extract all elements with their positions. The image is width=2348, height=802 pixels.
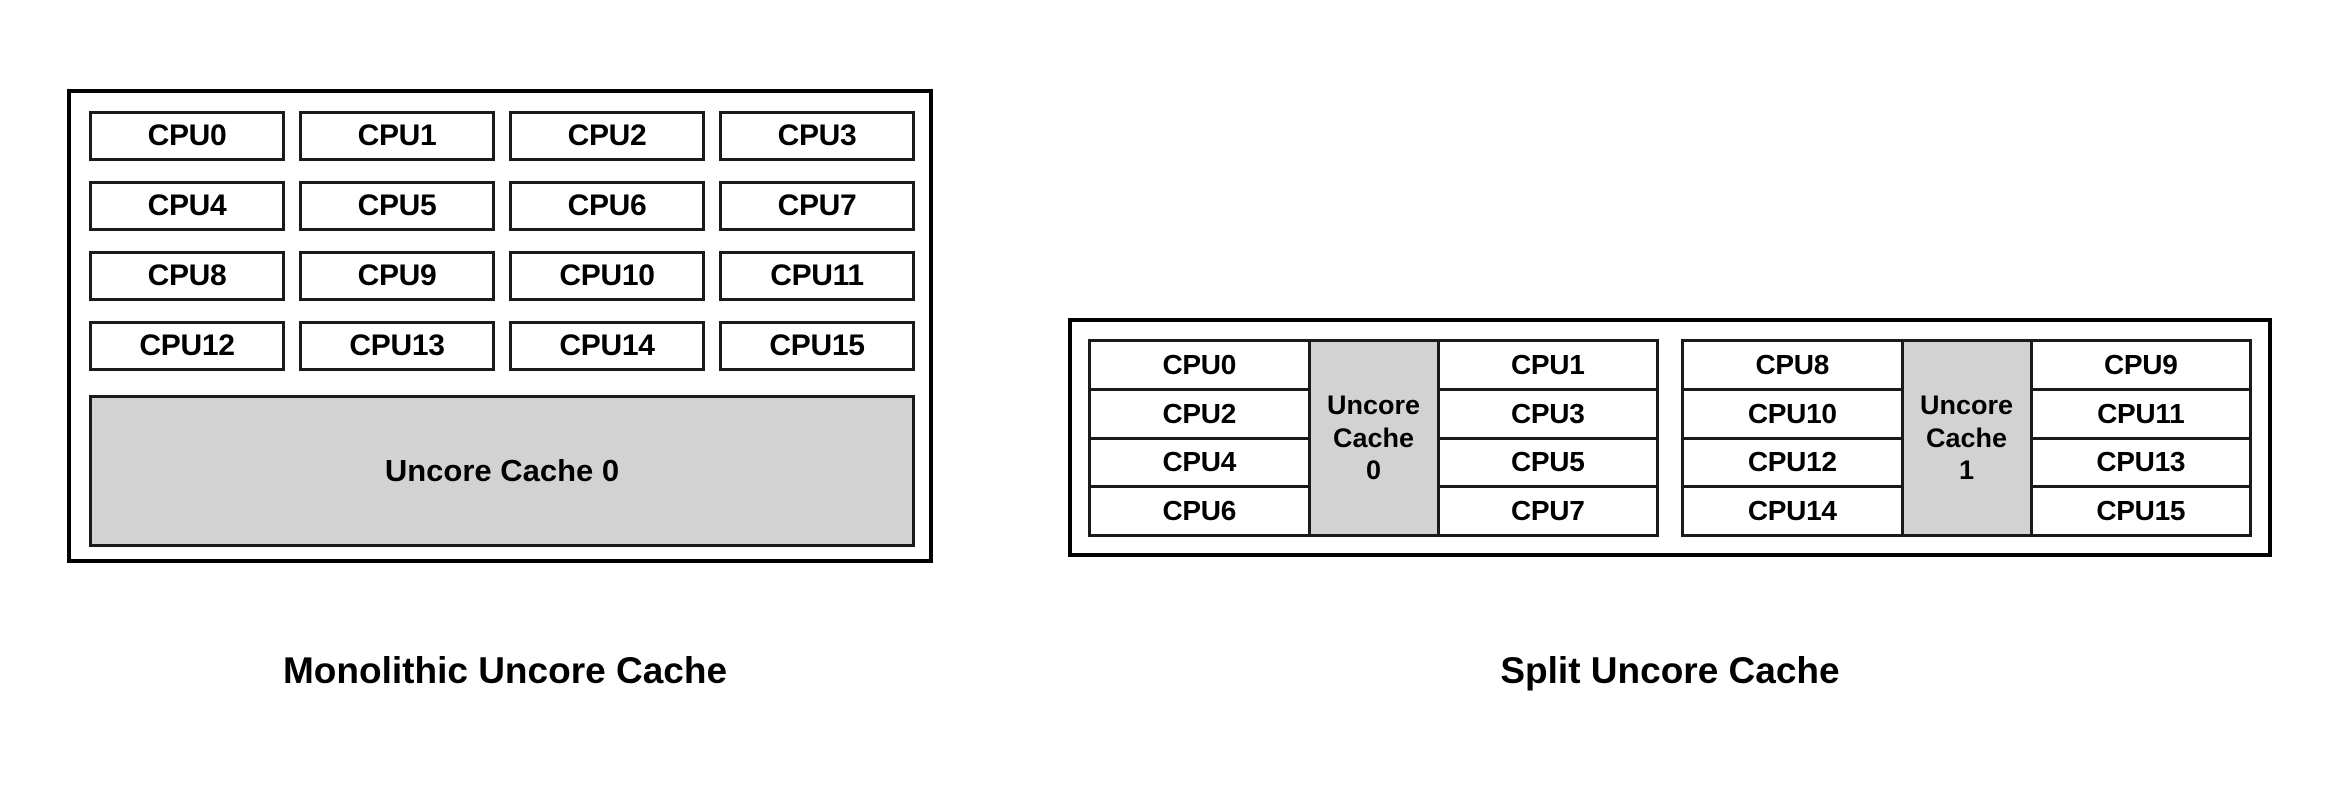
cpu-box: CPU7 [719,181,915,231]
cpu-box: CPU0 [89,111,285,161]
cpu-box: CPU2 [1091,390,1311,440]
split-groups-container: CPU0 CPU2 CPU4 CPU6 Uncore Cache 0 CPU1 … [1088,339,2252,537]
cpu-box: CPU13 [299,321,495,371]
cache-label-line: Cache [1925,422,2008,453]
cpu-box: CPU8 [1684,342,1904,391]
cpu-box: CPU3 [719,111,915,161]
cpu-box: CPU12 [89,321,285,371]
cpu-box: CPU7 [1436,488,1656,534]
cpu-box: CPU6 [1091,488,1311,534]
cpu-box: CPU14 [1684,488,1904,534]
cpu-box: CPU3 [1436,390,1656,440]
cpu-box: CPU2 [509,111,705,161]
monolithic-cpu-grid: CPU0 CPU1 CPU2 CPU3 CPU4 CPU5 CPU6 CPU7 … [89,111,915,371]
monolithic-uncore-cache-box: Uncore Cache 0 [89,395,915,547]
split-uncore-cache-box: Uncore Cache 0 [1310,342,1437,534]
cpu-box: CPU8 [89,251,285,301]
split-group-left-cpu-column: CPU8 CPU10 CPU12 CPU14 [1684,342,1904,534]
cache-label-line: Cache [1332,422,1415,453]
cache-label-line: 1 [1958,455,1975,486]
cpu-box: CPU14 [509,321,705,371]
cpu-box: CPU0 [1091,342,1311,391]
cpu-box: CPU4 [1091,439,1311,489]
cpu-box: CPU9 [299,251,495,301]
monolithic-chip-frame: CPU0 CPU1 CPU2 CPU3 CPU4 CPU5 CPU6 CPU7 … [67,89,933,563]
cpu-box: CPU1 [1436,342,1656,391]
split-caption: Split Uncore Cache [1500,650,1840,691]
split-group-right-cpu-column: CPU1 CPU3 CPU5 CPU7 [1436,342,1656,534]
cpu-box: CPU15 [2029,488,2249,534]
cpu-box: CPU4 [89,181,285,231]
cpu-box: CPU13 [2029,439,2249,489]
cpu-box: CPU5 [1436,439,1656,489]
split-chip-frame: CPU0 CPU2 CPU4 CPU6 Uncore Cache 0 CPU1 … [1068,318,2272,557]
cpu-box: CPU9 [2029,342,2249,391]
split-group-right-cpu-column: CPU9 CPU11 CPU13 CPU15 [2029,342,2249,534]
split-group-left-cpu-column: CPU0 CPU2 CPU4 CPU6 [1091,342,1311,534]
cache-label-line: Uncore [1326,389,1421,420]
cpu-box: CPU15 [719,321,915,371]
split-uncore-cache-box: Uncore Cache 1 [1903,342,2030,534]
cpu-box: CPU11 [719,251,915,301]
split-group: CPU0 CPU2 CPU4 CPU6 Uncore Cache 0 CPU1 … [1088,339,1659,537]
monolithic-caption: Monolithic Uncore Cache [282,650,728,691]
cpu-box: CPU11 [2029,390,2249,440]
cpu-box: CPU10 [509,251,705,301]
cache-label-line: Uncore [1919,389,2014,420]
cpu-box: CPU6 [509,181,705,231]
cpu-box: CPU12 [1684,439,1904,489]
cache-label-line: 0 [1365,455,1382,486]
cpu-box: CPU5 [299,181,495,231]
cpu-box: CPU1 [299,111,495,161]
split-group: CPU8 CPU10 CPU12 CPU14 Uncore Cache 1 CP… [1681,339,2252,537]
cpu-box: CPU10 [1684,390,1904,440]
